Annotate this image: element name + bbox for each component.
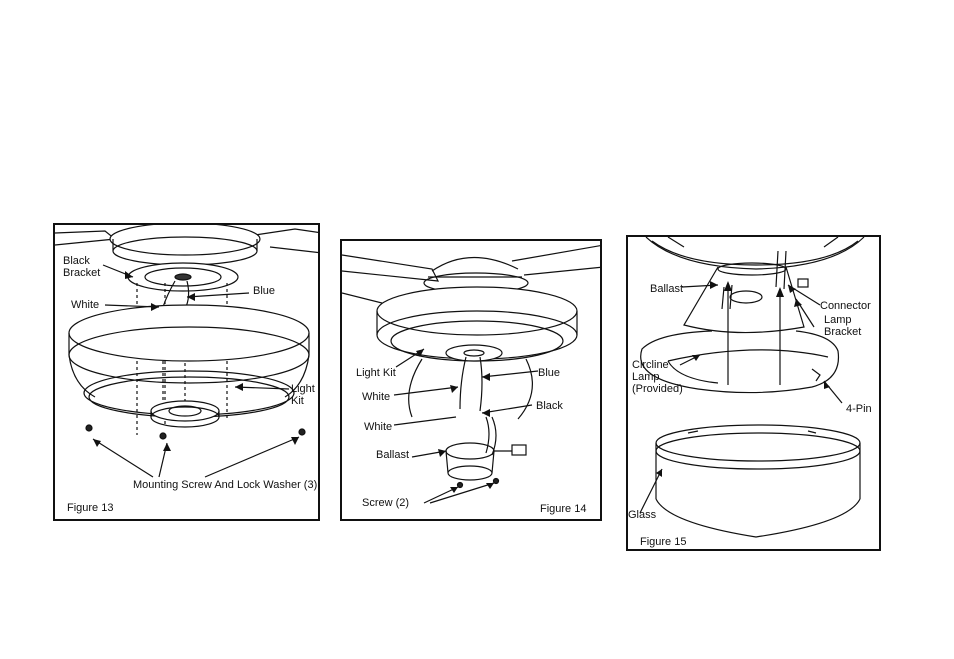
label-light-kit: Light Kit [356,367,396,379]
label-blue: Blue [538,367,560,379]
label-glass: Glass [628,509,656,521]
label-bracket: Bracket [824,326,861,338]
label-ballast: Ballast [650,283,683,295]
label-black: Black [536,400,563,412]
label-connector: Connector [820,300,871,312]
label-light: Light [291,383,315,395]
label-white: White [71,299,99,311]
figure-14-drawing [342,241,602,521]
label-kit: Kit [291,395,304,407]
label-ballast: Ballast [376,449,409,461]
label-screw: Screw (2) [362,497,409,509]
label-provided: (Provided) [632,383,683,395]
figure-13-panel: Black Bracket White Blue Light Kit Mount… [53,223,320,521]
figure-14-panel: Light Kit Blue White Black White Ballast… [340,239,602,521]
label-white-lower: White [364,421,392,433]
label-circline-lamp: Lamp [632,371,660,383]
label-4-pin: 4-Pin [846,403,872,415]
label-bracket: Bracket [63,267,100,279]
figure-15-caption: Figure 15 [640,536,686,548]
figure-13-caption: Figure 13 [67,502,113,514]
label-black: Black [63,255,90,267]
figure-15-panel: Ballast Connector Lamp Bracket Circline … [626,235,881,551]
figure-14-caption: Figure 14 [540,503,586,515]
label-white-upper: White [362,391,390,403]
label-lamp: Lamp [824,314,852,326]
label-blue: Blue [253,285,275,297]
label-circline: Circline [632,359,669,371]
label-mounting-screw: Mounting Screw And Lock Washer (3) [133,479,317,491]
